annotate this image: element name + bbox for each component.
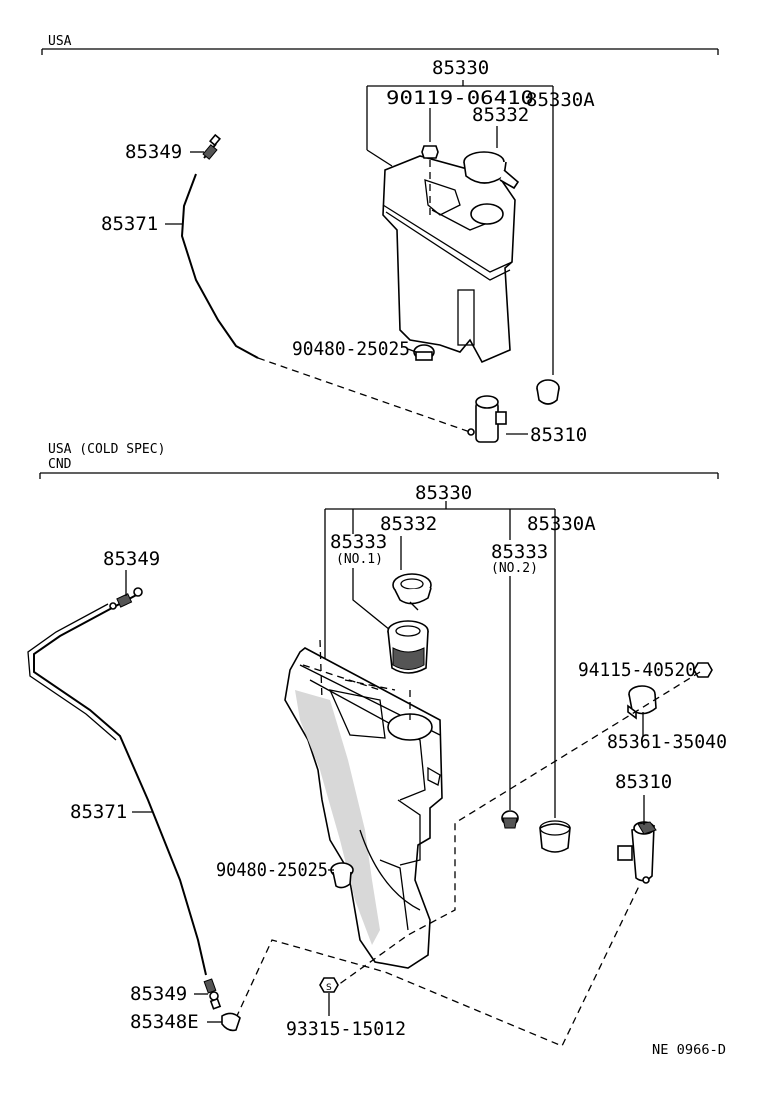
bottom-label-85348e: 85348E bbox=[130, 1011, 199, 1033]
bottom-section-divider bbox=[39, 472, 719, 479]
bottom-screw: S bbox=[319, 977, 339, 993]
bottom-washer-pump bbox=[617, 821, 657, 884]
bottom-cap bbox=[392, 573, 432, 611]
bottom-nut bbox=[693, 662, 713, 678]
bottom-label-no1-note: (NO.1) bbox=[336, 552, 383, 567]
bottom-label-85333-no1: 85333 bbox=[330, 531, 387, 553]
top-label-85310: 85310 bbox=[530, 424, 587, 446]
bottom-label-85330a: 85330A bbox=[527, 513, 596, 535]
bottom-label-grommet: 90480-25025 bbox=[216, 859, 328, 881]
bottom-washer-tank bbox=[284, 647, 443, 969]
bottom-label-85349-top: 85349 bbox=[103, 548, 160, 570]
bottom-label-85349-bottom: 85349 bbox=[130, 983, 187, 1005]
top-label-bolt: 90119-06410 bbox=[386, 87, 534, 109]
top-label-85349: 85349 bbox=[125, 141, 182, 163]
top-grommet bbox=[413, 344, 435, 361]
top-section-divider bbox=[41, 48, 719, 55]
top-hose-route-dash bbox=[257, 357, 471, 433]
bottom-label-clamp: 85361-35040 bbox=[607, 731, 727, 753]
bottom-grommet-right bbox=[539, 820, 571, 853]
bottom-hose bbox=[33, 607, 207, 976]
bottom-strainer-no1 bbox=[387, 620, 429, 674]
top-nozzle bbox=[202, 133, 221, 160]
bottom-nozzle-top bbox=[109, 587, 143, 610]
bottom-label-85332: 85332 bbox=[380, 513, 437, 535]
bottom-label-no2-note: (NO.2) bbox=[491, 561, 538, 576]
top-grommet-leader bbox=[407, 348, 417, 353]
top-washer-tank bbox=[382, 155, 516, 364]
bottom-tank-dash-lines bbox=[302, 639, 411, 720]
top-label-85330a: 85330A bbox=[526, 89, 595, 111]
bottom-label-85310: 85310 bbox=[615, 771, 672, 793]
bottom-label-nut: 94115-40520 bbox=[578, 659, 696, 681]
bottom-strainer-no2 bbox=[501, 810, 519, 829]
section-header-usa-cold-spec: USA (COLD SPEC) bbox=[48, 442, 165, 457]
bottom-clamp bbox=[627, 685, 657, 720]
bottom-label-85371: 85371 bbox=[70, 801, 127, 823]
bottom-label-screw: 93315-15012 bbox=[286, 1018, 406, 1040]
figure-code: NE 0966-D bbox=[652, 1043, 726, 1058]
top-cap bbox=[463, 151, 520, 190]
bottom-label-85333-no2: 85333 bbox=[491, 541, 548, 563]
top-label-85330: 85330 bbox=[432, 57, 489, 79]
bottom-hose-inner bbox=[27, 603, 117, 741]
svg-text:S: S bbox=[326, 983, 332, 993]
top-assy-leader bbox=[366, 80, 554, 375]
top-label-85371: 85371 bbox=[101, 213, 158, 235]
top-label-85332: 85332 bbox=[472, 104, 529, 126]
top-label-grommet: 90480-25025 bbox=[292, 338, 410, 360]
top-washer-pump bbox=[467, 395, 507, 443]
bottom-nozzle-bottom bbox=[203, 978, 222, 1010]
top-bolt bbox=[421, 145, 439, 159]
top-hose bbox=[180, 173, 259, 359]
bottom-label-85330: 85330 bbox=[415, 482, 472, 504]
bottom-grommet bbox=[330, 862, 354, 889]
bottom-hose-route-dash bbox=[235, 671, 701, 1047]
section-header-cnd: CND bbox=[48, 457, 72, 472]
bottom-joint bbox=[221, 1012, 241, 1032]
top-grommet-right bbox=[536, 379, 560, 405]
section-header-usa: USA bbox=[48, 34, 72, 49]
